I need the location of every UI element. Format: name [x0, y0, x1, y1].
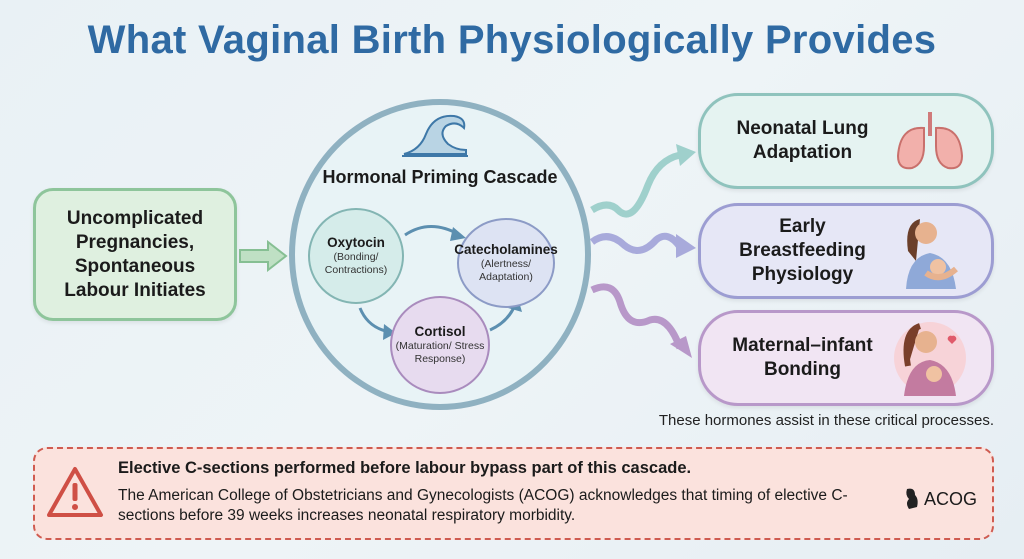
oxytocin-node: Oxytocin(Bonding/ Contractions): [308, 208, 404, 304]
acog-logo-text: ACOG: [924, 488, 978, 509]
arrow-right-icon: [239, 240, 288, 272]
hormone-name: Cortisol: [414, 323, 466, 339]
hormone-role: (Maturation/ Stress Response): [395, 339, 485, 365]
hormone-role: (Bonding/ Contractions): [324, 250, 388, 276]
warning-heading: Elective C-sections performed before lab…: [118, 459, 692, 477]
breastfeeding-mother-icon: [906, 219, 958, 289]
catecholamines-node: Catecholamines(Alertness/ Adaptation): [454, 218, 558, 308]
outcome-bonding: Maternal–infant Bonding: [698, 310, 994, 406]
hormone-role: (Alertness/ Adaptation): [479, 257, 533, 283]
acog-logo: ACOG: [903, 487, 977, 511]
warning-body: The American College of Obstetricians an…: [118, 487, 848, 524]
cascade-title: Hormonal Priming Cascade: [322, 167, 558, 187]
warning-box: [33, 447, 994, 540]
warning-icon: [47, 467, 103, 517]
cortisol-node: Cortisol(Maturation/ Stress Response): [390, 296, 490, 394]
mother-infant-icon: [894, 322, 966, 396]
outcome-lung-adaptation: Neonatal Lung Adaptation: [698, 93, 994, 189]
page-title: What Vaginal Birth Physiologically Provi…: [87, 18, 937, 62]
labour-start-box: Uncomplicated Pregnancies, Spontaneous L…: [33, 188, 237, 321]
acog-emblem-icon: [906, 488, 918, 509]
outcome-label: Early Breastfeeding Physiology: [739, 216, 866, 285]
caption: These hormones assist in these critical …: [658, 412, 994, 429]
wavy-arrows: [589, 144, 696, 358]
hormone-name: Oxytocin: [327, 234, 385, 250]
outcome-breastfeeding: Early Breastfeeding Physiology: [698, 203, 994, 299]
labour-start-label: Uncomplicated Pregnancies, Spontaneous L…: [64, 207, 206, 301]
outcome-label: Maternal–infant Bonding: [732, 335, 873, 380]
wave-icon: [402, 114, 468, 157]
outcome-label: Neonatal Lung Adaptation: [736, 118, 869, 163]
lungs-icon: [896, 112, 964, 170]
hormone-name: Catecholamines: [454, 241, 558, 257]
